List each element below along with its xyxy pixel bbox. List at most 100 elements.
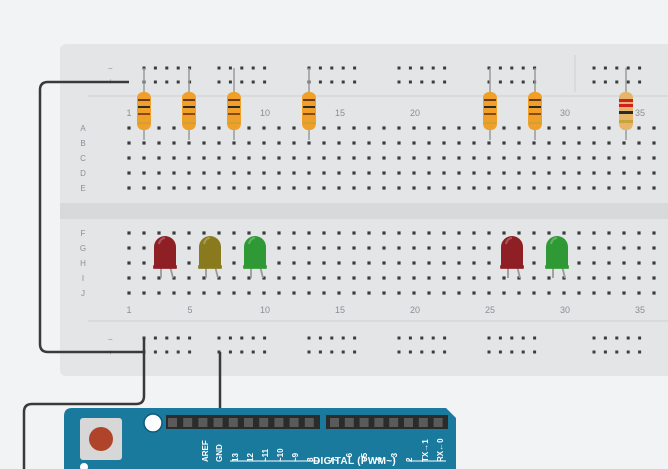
breadboard-hole[interactable] bbox=[382, 156, 386, 160]
rail-hole[interactable] bbox=[443, 350, 447, 354]
breadboard-hole[interactable] bbox=[352, 231, 356, 235]
breadboard-hole[interactable] bbox=[427, 186, 431, 190]
rail-hole[interactable] bbox=[408, 336, 412, 340]
rail-hole[interactable] bbox=[263, 350, 267, 354]
breadboard-hole[interactable] bbox=[412, 261, 416, 265]
breadboard-hole[interactable] bbox=[292, 291, 296, 295]
breadboard-hole[interactable] bbox=[607, 231, 611, 235]
breadboard-hole[interactable] bbox=[547, 126, 551, 130]
breadboard-hole[interactable] bbox=[457, 246, 461, 250]
breadboard-hole[interactable] bbox=[382, 261, 386, 265]
rail-hole[interactable] bbox=[498, 350, 502, 354]
breadboard-hole[interactable] bbox=[517, 231, 521, 235]
breadboard-hole[interactable] bbox=[427, 126, 431, 130]
breadboard-hole[interactable] bbox=[577, 276, 581, 280]
rail-hole[interactable] bbox=[603, 80, 607, 84]
breadboard-hole[interactable] bbox=[622, 276, 626, 280]
breadboard-hole[interactable] bbox=[562, 171, 566, 175]
breadboard-hole[interactable] bbox=[517, 141, 521, 145]
breadboard-hole[interactable] bbox=[472, 186, 476, 190]
header-pin[interactable] bbox=[344, 418, 354, 427]
rail-hole[interactable] bbox=[487, 350, 491, 354]
breadboard-hole[interactable] bbox=[307, 186, 311, 190]
breadboard-hole[interactable] bbox=[442, 231, 446, 235]
breadboard-hole[interactable] bbox=[577, 141, 581, 145]
breadboard-hole[interactable] bbox=[472, 126, 476, 130]
breadboard-hole[interactable] bbox=[502, 276, 506, 280]
resistors[interactable] bbox=[137, 68, 633, 140]
breadboard-hole[interactable] bbox=[352, 156, 356, 160]
breadboard-hole[interactable] bbox=[232, 231, 236, 235]
breadboard-hole[interactable] bbox=[547, 171, 551, 175]
rail-hole[interactable] bbox=[228, 350, 232, 354]
breadboard-hole[interactable] bbox=[322, 156, 326, 160]
rail-hole[interactable] bbox=[397, 80, 401, 84]
breadboard-hole[interactable] bbox=[652, 231, 656, 235]
breadboard-hole[interactable] bbox=[352, 126, 356, 130]
breadboard-hole[interactable] bbox=[232, 186, 236, 190]
breadboard-hole[interactable] bbox=[217, 141, 221, 145]
breadboard-hole[interactable] bbox=[382, 291, 386, 295]
breadboard-hole[interactable] bbox=[457, 126, 461, 130]
breadboard-hole[interactable] bbox=[172, 156, 176, 160]
breadboard-hole[interactable] bbox=[127, 141, 131, 145]
breadboard-hole[interactable] bbox=[412, 156, 416, 160]
rail-hole[interactable] bbox=[420, 80, 424, 84]
breadboard-hole[interactable] bbox=[652, 126, 656, 130]
breadboard-hole[interactable] bbox=[637, 261, 641, 265]
breadboard-hole[interactable] bbox=[337, 186, 341, 190]
breadboard-hole[interactable] bbox=[352, 291, 356, 295]
breadboard-hole[interactable] bbox=[367, 231, 371, 235]
breadboard-hole[interactable] bbox=[187, 291, 191, 295]
rail-hole[interactable] bbox=[521, 66, 525, 70]
breadboard-hole[interactable] bbox=[382, 141, 386, 145]
header-pin[interactable] bbox=[389, 418, 399, 427]
breadboard-hole[interactable] bbox=[382, 171, 386, 175]
breadboard-hole[interactable] bbox=[127, 276, 131, 280]
breadboard-hole[interactable] bbox=[172, 186, 176, 190]
breadboard-hole[interactable] bbox=[277, 231, 281, 235]
rail-hole[interactable] bbox=[318, 336, 322, 340]
breadboard-hole[interactable] bbox=[262, 171, 266, 175]
breadboard-hole[interactable] bbox=[457, 276, 461, 280]
rail-hole[interactable] bbox=[240, 336, 244, 340]
breadboard-hole[interactable] bbox=[532, 156, 536, 160]
rail-hole[interactable] bbox=[353, 336, 357, 340]
breadboard-hole[interactable] bbox=[262, 156, 266, 160]
breadboard-hole[interactable] bbox=[307, 276, 311, 280]
breadboard-hole[interactable] bbox=[487, 141, 491, 145]
breadboard-hole[interactable] bbox=[187, 231, 191, 235]
breadboard-hole[interactable] bbox=[247, 276, 251, 280]
breadboard-hole[interactable] bbox=[457, 291, 461, 295]
breadboard-hole[interactable] bbox=[232, 156, 236, 160]
breadboard-hole[interactable] bbox=[427, 291, 431, 295]
rail-hole[interactable] bbox=[165, 66, 169, 70]
rail-hole[interactable] bbox=[487, 80, 491, 84]
rail-hole[interactable] bbox=[217, 336, 221, 340]
breadboard-hole[interactable] bbox=[292, 141, 296, 145]
rail-hole[interactable] bbox=[165, 350, 169, 354]
rail-hole[interactable] bbox=[533, 336, 537, 340]
rail-hole[interactable] bbox=[188, 350, 192, 354]
breadboard-hole[interactable] bbox=[577, 171, 581, 175]
breadboard-hole[interactable] bbox=[352, 186, 356, 190]
breadboard-hole[interactable] bbox=[637, 291, 641, 295]
breadboard-hole[interactable] bbox=[442, 276, 446, 280]
breadboard-hole[interactable] bbox=[472, 171, 476, 175]
breadboard-hole[interactable] bbox=[637, 171, 641, 175]
breadboard-hole[interactable] bbox=[637, 276, 641, 280]
breadboard-hole[interactable] bbox=[577, 261, 581, 265]
breadboard-hole[interactable] bbox=[217, 276, 221, 280]
breadboard-hole[interactable] bbox=[577, 126, 581, 130]
breadboard-hole[interactable] bbox=[142, 156, 146, 160]
breadboard-hole[interactable] bbox=[217, 186, 221, 190]
breadboard-hole[interactable] bbox=[607, 171, 611, 175]
breadboard-hole[interactable] bbox=[592, 261, 596, 265]
breadboard-hole[interactable] bbox=[637, 141, 641, 145]
rail-hole[interactable] bbox=[510, 66, 514, 70]
breadboard-hole[interactable] bbox=[247, 231, 251, 235]
breadboard-hole[interactable] bbox=[397, 291, 401, 295]
rail-hole[interactable] bbox=[188, 336, 192, 340]
rail-hole[interactable] bbox=[592, 80, 596, 84]
breadboard-hole[interactable] bbox=[277, 291, 281, 295]
